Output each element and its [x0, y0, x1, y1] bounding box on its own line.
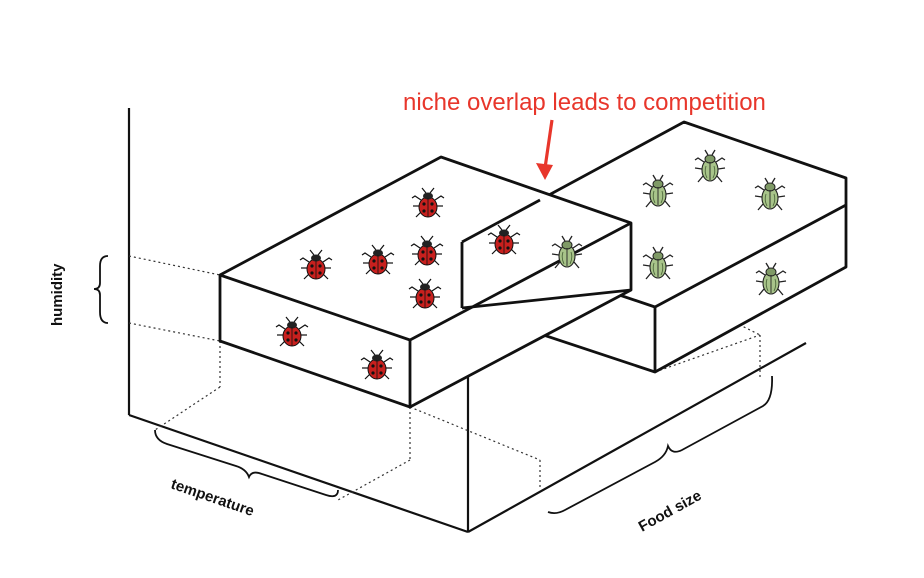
temperature-brace: [154, 429, 339, 498]
projection-lines: [128, 255, 761, 501]
overlap-region: [460, 198, 632, 310]
temperature-label: temperature: [169, 476, 257, 520]
humidity-brace: [93, 255, 109, 324]
food-size-axis: [467, 342, 807, 533]
humidity-label: humidity: [49, 263, 66, 326]
food-size-brace: [547, 375, 773, 515]
temperature-axis: [128, 413, 469, 534]
annotation-text: niche overlap leads to competition: [403, 89, 766, 116]
annotation-arrow: [536, 119, 554, 180]
ladybug-niche-box: [218, 155, 633, 409]
food-size-label: Food size: [636, 487, 705, 535]
